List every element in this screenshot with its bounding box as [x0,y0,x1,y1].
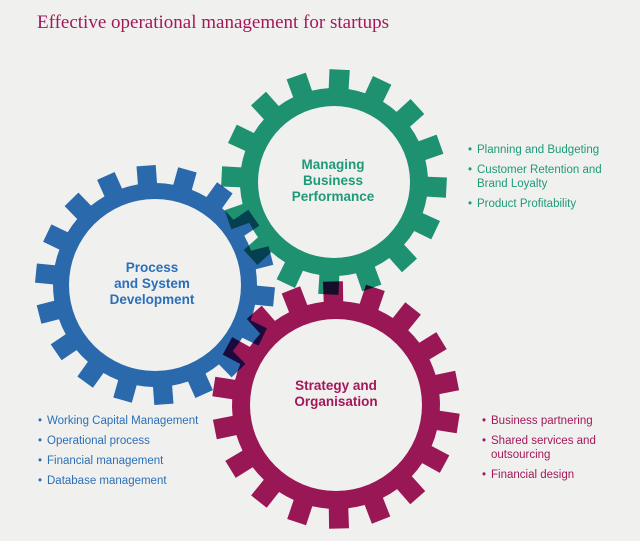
process-list: Working Capital Management Operational p… [38,414,208,494]
label-line: Organisation [294,394,378,409]
gear-business [221,69,447,295]
list-item: Planning and Budgeting [468,143,608,157]
list-item: Working Capital Management [38,414,208,428]
label-line: Performance [291,189,375,204]
label-line: and System [114,276,190,291]
list-item: Financial design [482,468,602,482]
list-item: Product Profitability [468,197,608,211]
gear-label-business: Managing Business Performance [263,157,403,205]
list-item: Customer Retention and Brand Loyalty [468,163,608,191]
list-item: Financial management [38,454,208,468]
list-item: Shared services and outsourcing [482,434,602,462]
label-line: Managing [301,157,365,172]
list-item: Database management [38,474,208,488]
gear-label-strategy: Strategy and Organisation [266,378,406,410]
strategy-list: Business partnering Shared services and … [482,414,602,488]
list-item: Operational process [38,434,208,448]
label-line: Process [125,260,179,275]
label-line: Development [109,292,195,307]
list-item: Business partnering [482,414,602,428]
gear-label-process: Process and System Development [82,260,222,308]
gear-strategy [212,281,460,529]
label-line: Strategy and [295,378,377,393]
page-title: Effective operational management for sta… [37,12,390,33]
business-list: Planning and Budgeting Customer Retentio… [468,143,608,217]
label-line: Business [302,173,364,188]
